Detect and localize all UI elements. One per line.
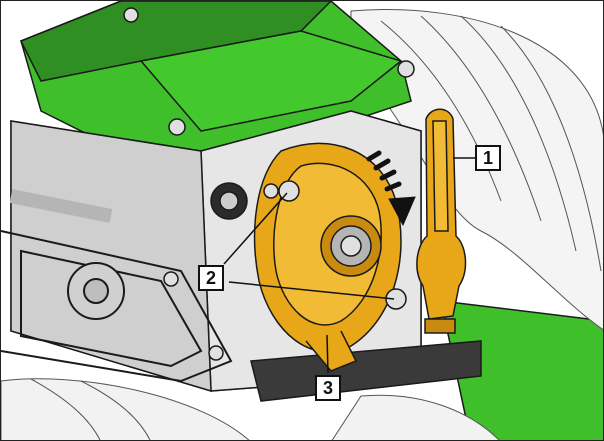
- callout-3: 3: [315, 375, 341, 401]
- leader-line-2a: [223, 192, 288, 265]
- bearing-ring: [210, 182, 248, 220]
- leader-lines: [223, 157, 475, 374]
- base-strip: [250, 340, 482, 402]
- orange-lever: [416, 108, 467, 334]
- callout-2: 2: [198, 265, 224, 291]
- green-ground-panel: [440, 300, 603, 440]
- leader-line-2b: [228, 281, 395, 300]
- rotation-arrow-icon: [366, 150, 416, 227]
- leader-line-3: [326, 334, 329, 374]
- callout-1: 1: [475, 145, 501, 171]
- lower-hose: [1, 378, 500, 440]
- left-frame: [1, 189, 233, 383]
